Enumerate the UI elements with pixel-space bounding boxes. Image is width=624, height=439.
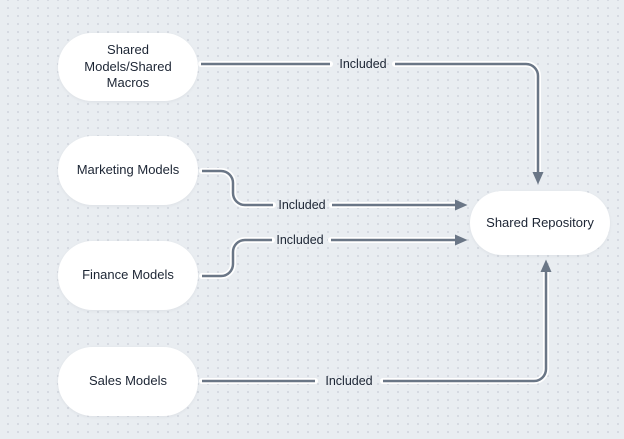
node-marketing-models: Marketing Models: [58, 136, 198, 205]
edge-label-included: Included: [339, 57, 387, 71]
edge-label-included: Included: [325, 374, 373, 388]
node-label: Finance Models: [82, 267, 174, 283]
node-label: Shared Repository: [486, 214, 594, 230]
node-label: Shared Models/Shared Macros: [84, 41, 172, 91]
arrowhead-up-sales: [540, 259, 552, 272]
arrowhead-right-finance: [455, 234, 468, 246]
arrowhead-right-marketing: [455, 199, 468, 211]
edge-shared-models-to-repository-segment-b: [393, 62, 540, 174]
edge-sales-to-repository-segment-b: [381, 270, 548, 383]
node-label: Sales Models: [88, 373, 168, 389]
edge-label-included: Included: [278, 198, 326, 212]
node-shared-repository: Shared Repository: [470, 191, 610, 255]
edge-label-included: Included: [276, 233, 324, 247]
node-label: Marketing Models: [76, 162, 180, 178]
arrowhead-down-shared-models: [532, 172, 544, 185]
node-shared-models-shared-macros: Shared Models/Shared Macros: [58, 33, 198, 101]
node-sales-models: Sales Models: [58, 347, 198, 416]
node-finance-models: Finance Models: [58, 241, 198, 310]
